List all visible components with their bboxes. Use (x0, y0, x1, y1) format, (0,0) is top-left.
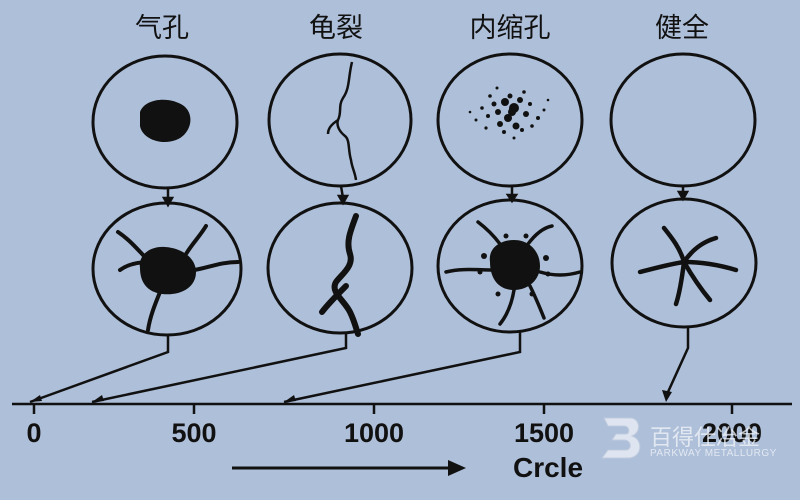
shrinkage-initial-circle (436, 52, 584, 188)
label-gas-pore: 气孔 (135, 13, 189, 44)
watermark-subtitle: PARKWAY METALLURGY (650, 448, 777, 459)
direction-arrow (232, 460, 466, 476)
crack-widened (319, 213, 361, 337)
crack-cycled-circle (266, 201, 414, 335)
watermark-logo: 百得仕冶金 PARKWAY METALLURGY (594, 410, 794, 470)
tick-label-1000: 1000 (343, 418, 405, 448)
gas-pore-blob (140, 99, 191, 143)
label-shrinkage: 内缩孔 (469, 13, 551, 44)
shrinkage-porosity-dots (468, 86, 550, 140)
gas-pore-cracked (116, 224, 240, 332)
cycle-axis (12, 402, 792, 414)
gas-pore-initial-circle (91, 54, 239, 190)
tick-label-500: 500 (171, 418, 217, 448)
crack-initial-circle (267, 52, 413, 188)
tick-label-0: 0 (26, 418, 42, 448)
crack-hairline (326, 61, 358, 181)
watermark-b-icon (601, 417, 641, 459)
watermark-name: 百得仕冶金 (650, 426, 761, 451)
sound-initial-circle (609, 52, 757, 188)
sound-cracks (637, 225, 739, 307)
axis-title: Crcle (512, 452, 584, 483)
label-sound: 健全 (655, 13, 709, 44)
shrinkage-cracked (444, 220, 582, 326)
tick-label-1500: 1500 (513, 418, 575, 448)
tick-label-2000: 2000 (701, 418, 763, 448)
label-crack: 龟裂 (309, 13, 363, 44)
